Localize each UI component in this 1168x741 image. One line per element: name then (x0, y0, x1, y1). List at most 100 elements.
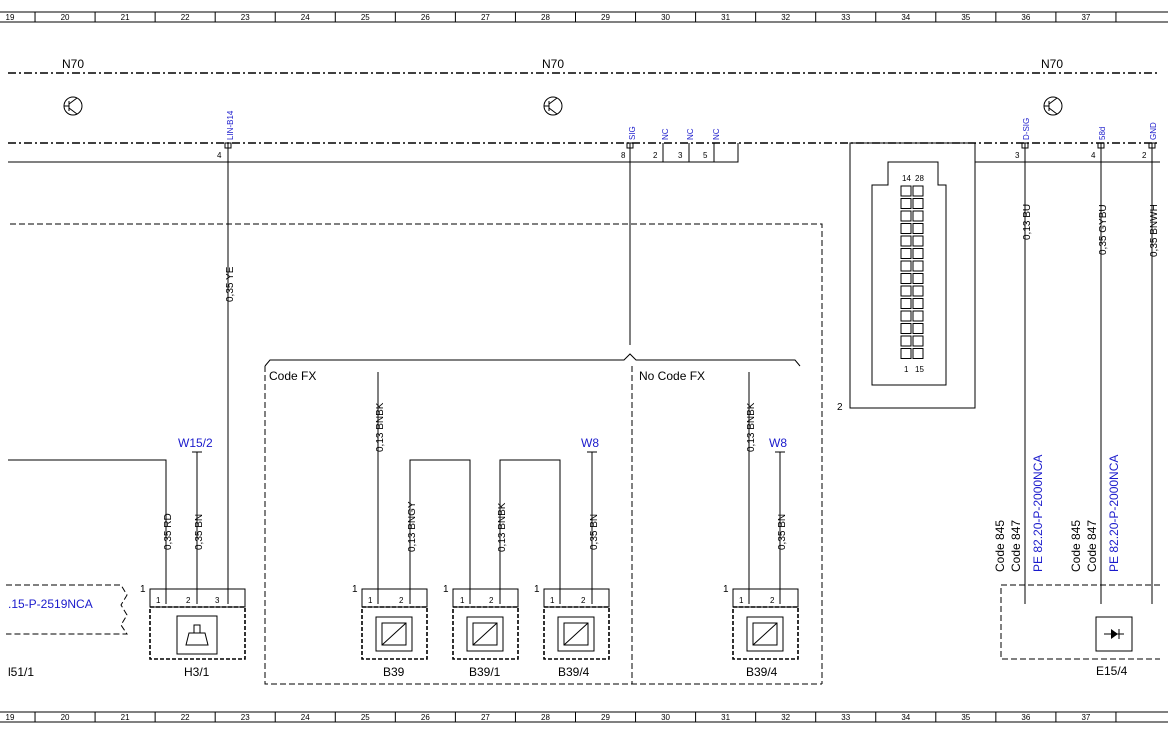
module-label-left: N70 (62, 57, 84, 71)
grid-column-label: 34 (901, 13, 910, 22)
connector-cell (900, 223, 912, 234)
grid-column-label: 28 (541, 13, 550, 22)
connector-side-pin: 1 (140, 584, 146, 595)
component-b39-4: B39/4 (746, 665, 778, 679)
pin-number: 3 (215, 596, 220, 605)
connector-cell (900, 260, 912, 272)
module-label-center: N70 (542, 57, 564, 71)
code-box-inner (264, 366, 822, 685)
connector-cell (912, 298, 924, 309)
grid-column-label: 21 (121, 713, 130, 722)
connector-body: 14 28 1 15 (871, 161, 947, 386)
connector-cell (900, 235, 912, 247)
connector-pin-28: 28 (915, 174, 924, 183)
sensor-icon (557, 616, 595, 652)
transistor-icon (63, 96, 83, 116)
no-code-fx-label: No Code FX (639, 369, 705, 383)
connector-cell (912, 310, 924, 322)
wire-label: 0,35 RD (163, 513, 174, 550)
ground-ref-w15-2: W15/2 (178, 436, 213, 450)
pe-ref-link[interactable]: PE 82.20-P-2000NCA (1107, 455, 1121, 572)
connector-cell (900, 310, 912, 322)
grid-column-label: 35 (961, 713, 970, 722)
reference-box-left (6, 584, 128, 635)
component-b39-4: B39/4 (558, 665, 590, 679)
connector-side-pin: 2 (837, 402, 843, 413)
grid-column-label: 20 (61, 13, 70, 22)
connector-cell (912, 198, 924, 209)
pin-number: 3 (1015, 151, 1020, 160)
connector-cell (912, 348, 924, 359)
connector-cell (912, 335, 924, 347)
connector-cell (900, 348, 912, 359)
wire-label: 0,13 BNBK (497, 502, 508, 552)
grid-column-label: 26 (421, 13, 430, 22)
grid-column-label: 36 (1021, 13, 1030, 22)
connector-cell (900, 335, 912, 347)
pin-stubs (224, 142, 1156, 162)
pe-ref-link[interactable]: PE 82.20-P-2000NCA (1031, 455, 1045, 572)
grid-column-label: 21 (121, 13, 130, 22)
code-845: Code 845 (1069, 520, 1083, 572)
connector-cell (912, 260, 924, 272)
connector-cell (912, 323, 924, 334)
wire-label: 0,35 BN (777, 514, 788, 550)
wire-label: 0,35 GYBU (1098, 204, 1109, 255)
connector-cell (900, 198, 912, 209)
grid-column-label: 37 (1081, 13, 1090, 22)
connector-cell (912, 248, 924, 259)
pin-signal-sig: SIG (628, 126, 637, 140)
wire-label: 0,13 BNBK (746, 402, 757, 452)
pin-number: 8 (621, 151, 626, 160)
connector-cell (912, 235, 924, 247)
grid-column-label: 34 (901, 713, 910, 722)
pin-number: 1 (460, 596, 465, 605)
pin-number: 5 (703, 151, 708, 160)
pin-number: 1 (550, 596, 555, 605)
grid-column-label: 24 (301, 713, 310, 722)
grid-column-label: 32 (781, 13, 790, 22)
connector-side-pin: 1 (723, 584, 729, 595)
grid-column-label: 22 (181, 13, 190, 22)
b39-component (361, 606, 428, 660)
code-fx-label: Code FX (269, 369, 316, 383)
connector-cell (912, 185, 924, 197)
grid-column-label: 25 (361, 13, 370, 22)
connector-cell (900, 185, 912, 197)
pin-signal-nc: NC (712, 128, 721, 140)
connector-side-pin: 1 (352, 584, 358, 595)
connector-cell (900, 298, 912, 309)
connector-cell (900, 323, 912, 334)
connector-pin-14: 14 (902, 174, 911, 183)
wire-label: 0,13 BNBK (375, 402, 386, 452)
pin-number: 2 (1142, 151, 1147, 160)
ground-ref-w8: W8 (769, 436, 787, 450)
sensor-icon (466, 616, 504, 652)
wire-label: 0,13 BU (1022, 204, 1033, 240)
grid-column-label: 35 (961, 13, 970, 22)
reference-link-left[interactable]: .15-P-2519NCA (8, 597, 93, 611)
connector-pin-1: 1 (904, 365, 909, 374)
pin-number: 2 (581, 596, 586, 605)
module-label-right: N70 (1041, 57, 1063, 71)
grid-column-label: 20 (61, 713, 70, 722)
connector-side-pin: 1 (534, 584, 540, 595)
wire-label: 0,35 BN (194, 514, 205, 550)
code-brace (264, 353, 801, 367)
pin-number: 4 (217, 151, 222, 160)
component-l51-1: l51/1 (8, 665, 34, 679)
pin-number: 2 (489, 596, 494, 605)
pin-signal-nc: NC (661, 128, 670, 140)
grid-column-label: 29 (601, 13, 610, 22)
grid-column-label: 31 (721, 13, 730, 22)
module-housing-left (8, 143, 739, 163)
pin-number: 2 (653, 151, 658, 160)
grid-column-label: 24 (301, 13, 310, 22)
grid-column-label: 27 (481, 13, 490, 22)
h3-1-connector (149, 588, 246, 608)
pin-signal-d-sig: D-SIG (1022, 118, 1031, 140)
connector-housing (849, 142, 976, 409)
grid-column-label: 30 (661, 713, 670, 722)
